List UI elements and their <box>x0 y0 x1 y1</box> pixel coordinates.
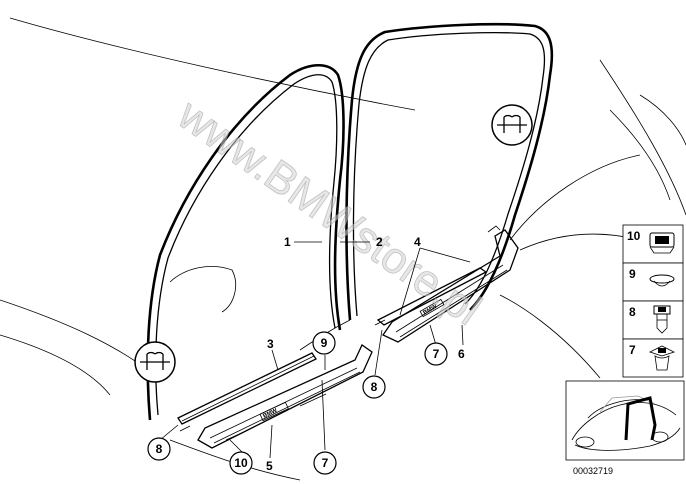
svg-text:9: 9 <box>629 267 636 281</box>
callout-circle-7-a: 7 <box>424 342 448 366</box>
plug-icon <box>649 274 675 287</box>
watermark: www.BMWstore.pl <box>168 89 489 334</box>
clip-icon <box>648 345 676 371</box>
parts-key-row-7: 7 <box>622 338 684 378</box>
rear-door-seal <box>345 22 554 321</box>
sill-badge-front: BMW <box>262 408 278 420</box>
locator-thumbnail <box>565 380 685 461</box>
callout-3: 3 <box>267 337 274 351</box>
plain-callouts: 1 2 3 4 5 6 <box>266 235 465 473</box>
document-number: 00032719 <box>573 466 613 476</box>
leader-lines <box>159 241 471 459</box>
svg-text:7: 7 <box>433 347 440 361</box>
callout-circle-8-b: 8 <box>362 375 386 399</box>
callout-circle-9: 9 <box>312 331 336 355</box>
door-hose-clip-front <box>134 341 176 383</box>
callout-5: 5 <box>266 459 273 473</box>
svg-text:9: 9 <box>321 336 328 350</box>
circled-callouts: 7 7 8 8 9 10 <box>147 331 448 475</box>
front-sill-strip <box>177 352 317 432</box>
parts-key: 10 9 8 7 <box>622 224 684 378</box>
svg-text:7: 7 <box>629 343 636 357</box>
callout-circle-10: 10 <box>229 451 253 475</box>
parts-key-row-9: 9 <box>622 262 684 302</box>
expanding-nut-icon <box>649 232 675 254</box>
svg-text:8: 8 <box>156 442 163 456</box>
svg-text:8: 8 <box>629 305 636 319</box>
clip-icon <box>653 305 671 334</box>
callout-6: 6 <box>458 347 465 361</box>
rear-sill-strip <box>374 267 488 326</box>
front-door-seal <box>146 63 345 421</box>
svg-text:10: 10 <box>234 456 248 470</box>
door-hose-clip-rear <box>491 104 533 146</box>
svg-text:10: 10 <box>627 229 641 243</box>
callout-circle-8-a: 8 <box>147 437 171 461</box>
parts-key-row-8: 8 <box>622 300 684 340</box>
front-sill-plate: BMW <box>197 344 373 449</box>
callout-1: 1 <box>284 235 291 249</box>
callout-4: 4 <box>414 235 421 249</box>
callout-circle-7-b: 7 <box>313 451 337 475</box>
parts-key-row-10: 10 <box>622 224 684 264</box>
svg-text:8: 8 <box>371 380 378 394</box>
svg-text:7: 7 <box>322 456 329 470</box>
callout-2: 2 <box>376 235 383 249</box>
